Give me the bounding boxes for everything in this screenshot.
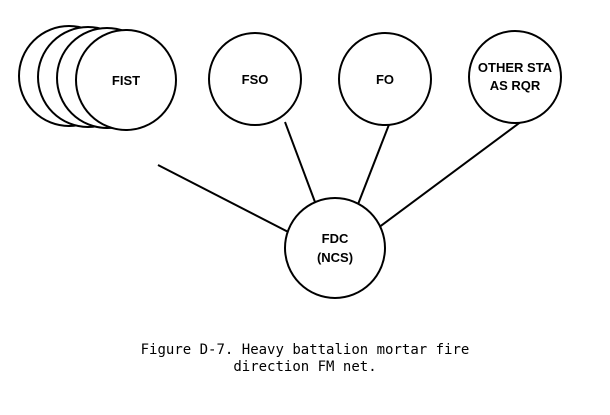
fdc-node-circle <box>284 197 386 299</box>
link-fist-fdc <box>157 164 299 238</box>
link-other-fdc <box>377 117 527 229</box>
other-station-label-line1: OTHER STA <box>478 60 553 75</box>
caption-line-2: direction FM net. <box>233 359 377 375</box>
fm-net-diagram: FIST FSO FO OTHER STA AS RQR FDC (NCS) <box>18 25 562 299</box>
fdc-label-line2: (NCS) <box>317 250 353 265</box>
caption-line-1: Figure D-7. Heavy battalion mortar fire <box>140 342 470 358</box>
other-station-label-line2: AS RQR <box>490 78 541 93</box>
fso-label: FSO <box>242 72 269 87</box>
fist-node-circle <box>75 29 177 131</box>
fist-label: FIST <box>112 73 140 88</box>
figure-caption: Figure D-7. Heavy battalion mortar fire … <box>0 342 610 376</box>
fso-node-circle <box>208 32 302 126</box>
other-station-node-circle <box>468 30 562 124</box>
link-fso-fdc <box>284 121 319 211</box>
fo-node-circle <box>338 32 432 126</box>
link-fo-fdc <box>354 121 391 213</box>
fo-label: FO <box>376 72 394 87</box>
fdc-label-line1: FDC <box>322 231 349 246</box>
